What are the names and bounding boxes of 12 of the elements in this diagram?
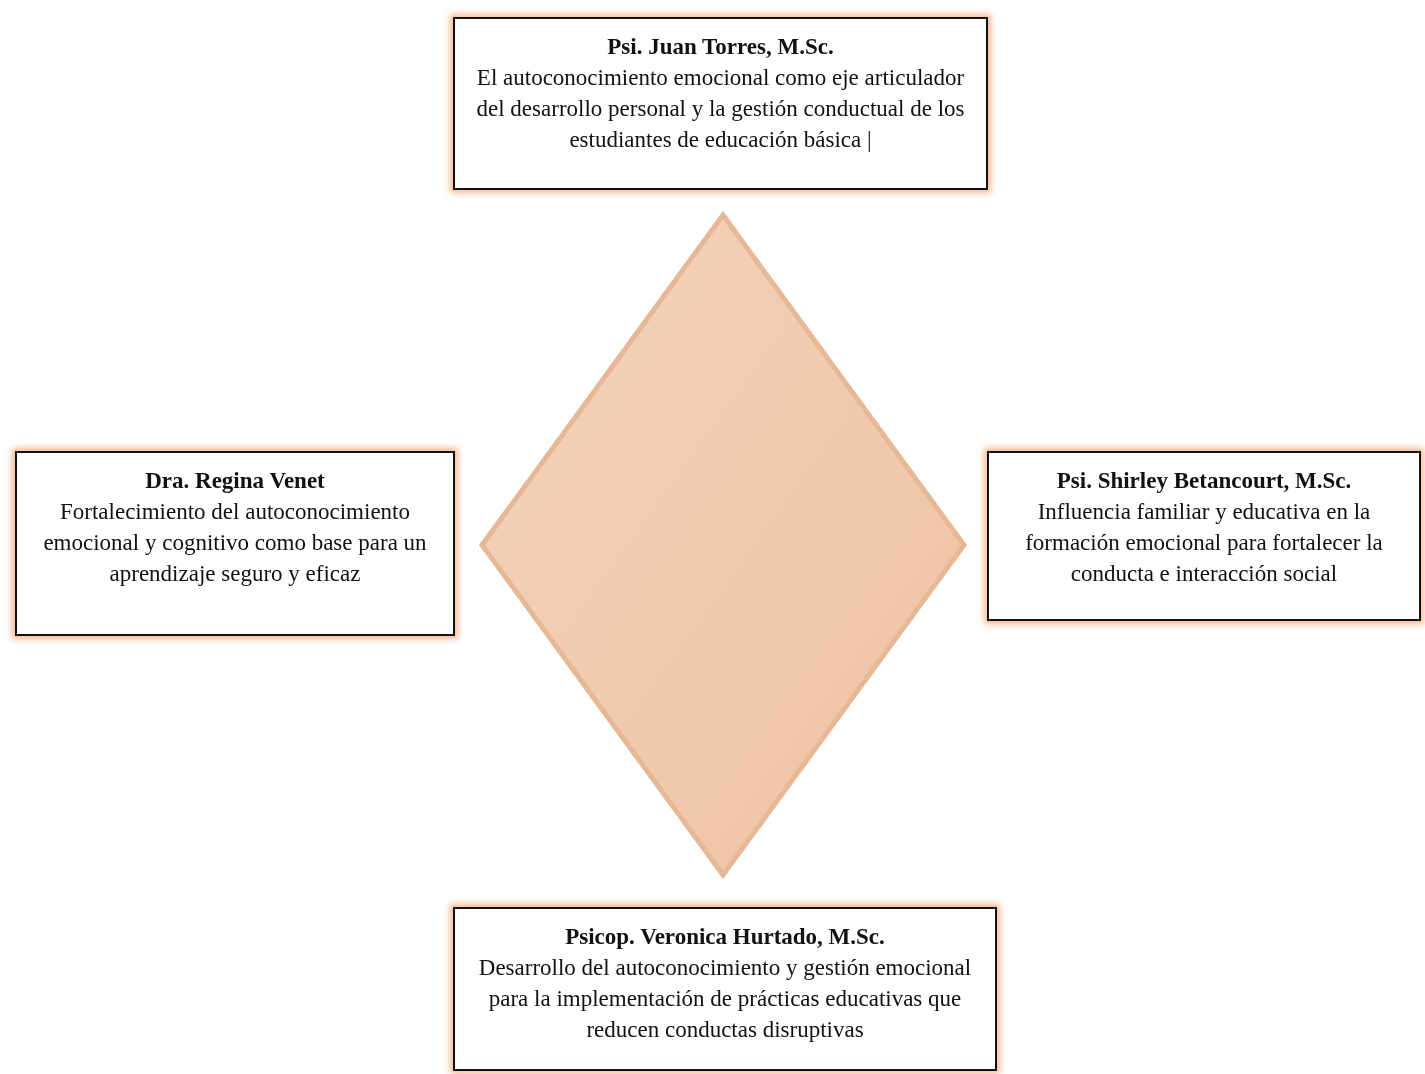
text-box xyxy=(453,907,997,1071)
box-description: Desarrollo del autoconocimiento y gestión emocional para la implementación de prácticas educativas que reducen conductas disruptivas xyxy=(477,954,973,1044)
box-description: El autoconocimiento emocional como eje articulador del desarrollo personal y la gestión conductual de los estudiantes de educación básica | xyxy=(475,64,966,154)
text-box xyxy=(453,17,988,190)
box-description: Fortalecimiento del autoconocimiento emocional y cognitivo como base para un aprendizaje seguro y eficaz xyxy=(42,498,428,588)
text-box xyxy=(987,451,1421,621)
box-heading: Psi. Juan Torres, M.Sc. xyxy=(606,33,835,61)
box-heading: Psicop. Veronica Hurtado, M.Sc. xyxy=(564,923,886,951)
text-box xyxy=(15,451,455,636)
box-heading: Psi. Shirley Betancourt, M.Sc. xyxy=(1055,467,1353,495)
box-heading: Dra. Regina Venet xyxy=(144,467,326,495)
box-description: Influencia familiar y educativa en la formación emocional para fortalecer la conducta e interacción social xyxy=(1024,498,1384,588)
